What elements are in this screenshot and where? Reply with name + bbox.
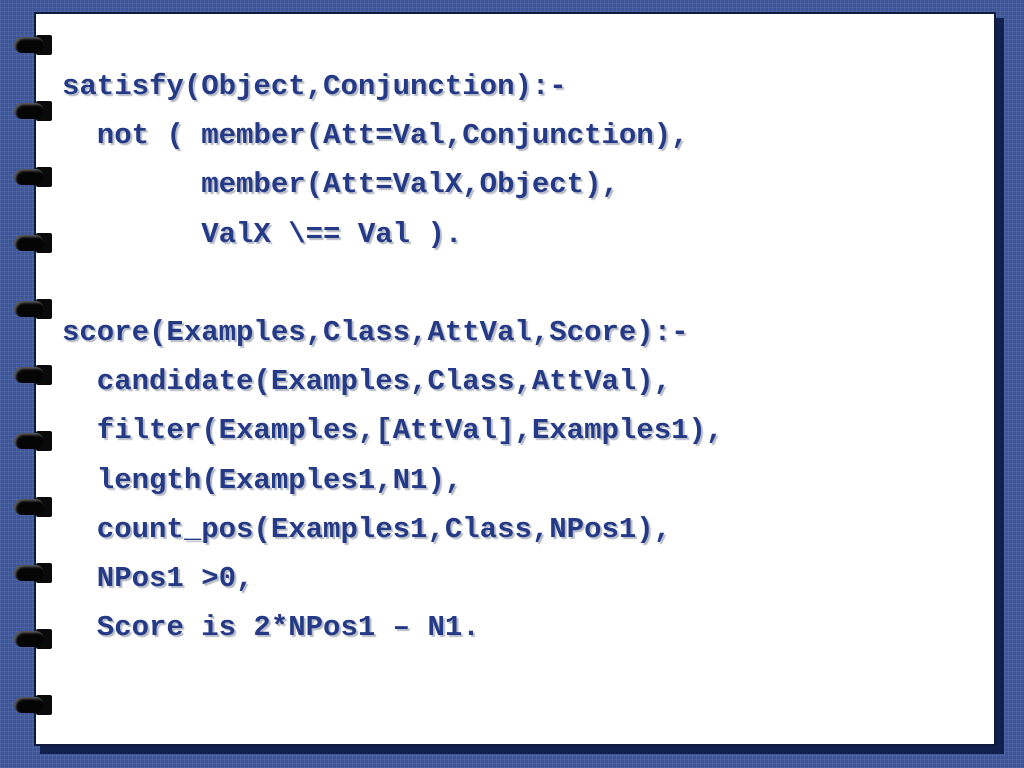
code-line: score(Examples,Class,AttVal,Score):- — [62, 315, 689, 349]
ring-bar — [14, 235, 44, 251]
code-line: count_pos(Examples1,Class,NPos1), — [62, 512, 672, 546]
ring-bar — [14, 433, 44, 449]
binder-ring-icon — [14, 164, 54, 190]
code-line: length(Examples1,N1), — [62, 463, 463, 497]
code-line: ValX \== Val ). — [62, 217, 463, 251]
binder-ring-icon — [14, 626, 54, 652]
ring-bar — [14, 301, 44, 317]
binder-ring-icon — [14, 560, 54, 586]
ring-bar — [14, 499, 44, 515]
binder-ring-icon — [14, 296, 54, 322]
code-block: satisfy(Object,Conjunction):- not ( memb… — [62, 62, 723, 652]
code-line: member(Att=ValX,Object), — [62, 168, 619, 202]
code-line: NPos1 >0, — [62, 561, 254, 595]
binder-ring-icon — [14, 98, 54, 124]
binder-ring-icon — [14, 494, 54, 520]
ring-bar — [14, 631, 44, 647]
ring-bar — [14, 103, 44, 119]
code-line: not ( member(Att=Val,Conjunction), — [62, 119, 689, 153]
ring-bar — [14, 169, 44, 185]
ring-bar — [14, 367, 44, 383]
binder-ring-icon — [14, 32, 54, 58]
code-line-blank — [62, 259, 723, 308]
ring-bar — [14, 565, 44, 581]
ring-bar — [14, 37, 44, 53]
binder-ring-icon — [14, 692, 54, 718]
ring-bar — [14, 697, 44, 713]
binder-ring-icon — [14, 428, 54, 454]
code-line: Score is 2*NPos1 – N1. — [62, 611, 480, 645]
notebook-page — [34, 12, 996, 746]
binder-ring-icon — [14, 230, 54, 256]
code-line: filter(Examples,[AttVal],Examples1), — [62, 414, 724, 448]
code-line: satisfy(Object,Conjunction):- — [62, 70, 567, 103]
binder-ring-icon — [14, 362, 54, 388]
code-line: candidate(Examples,Class,AttVal), — [62, 365, 672, 399]
